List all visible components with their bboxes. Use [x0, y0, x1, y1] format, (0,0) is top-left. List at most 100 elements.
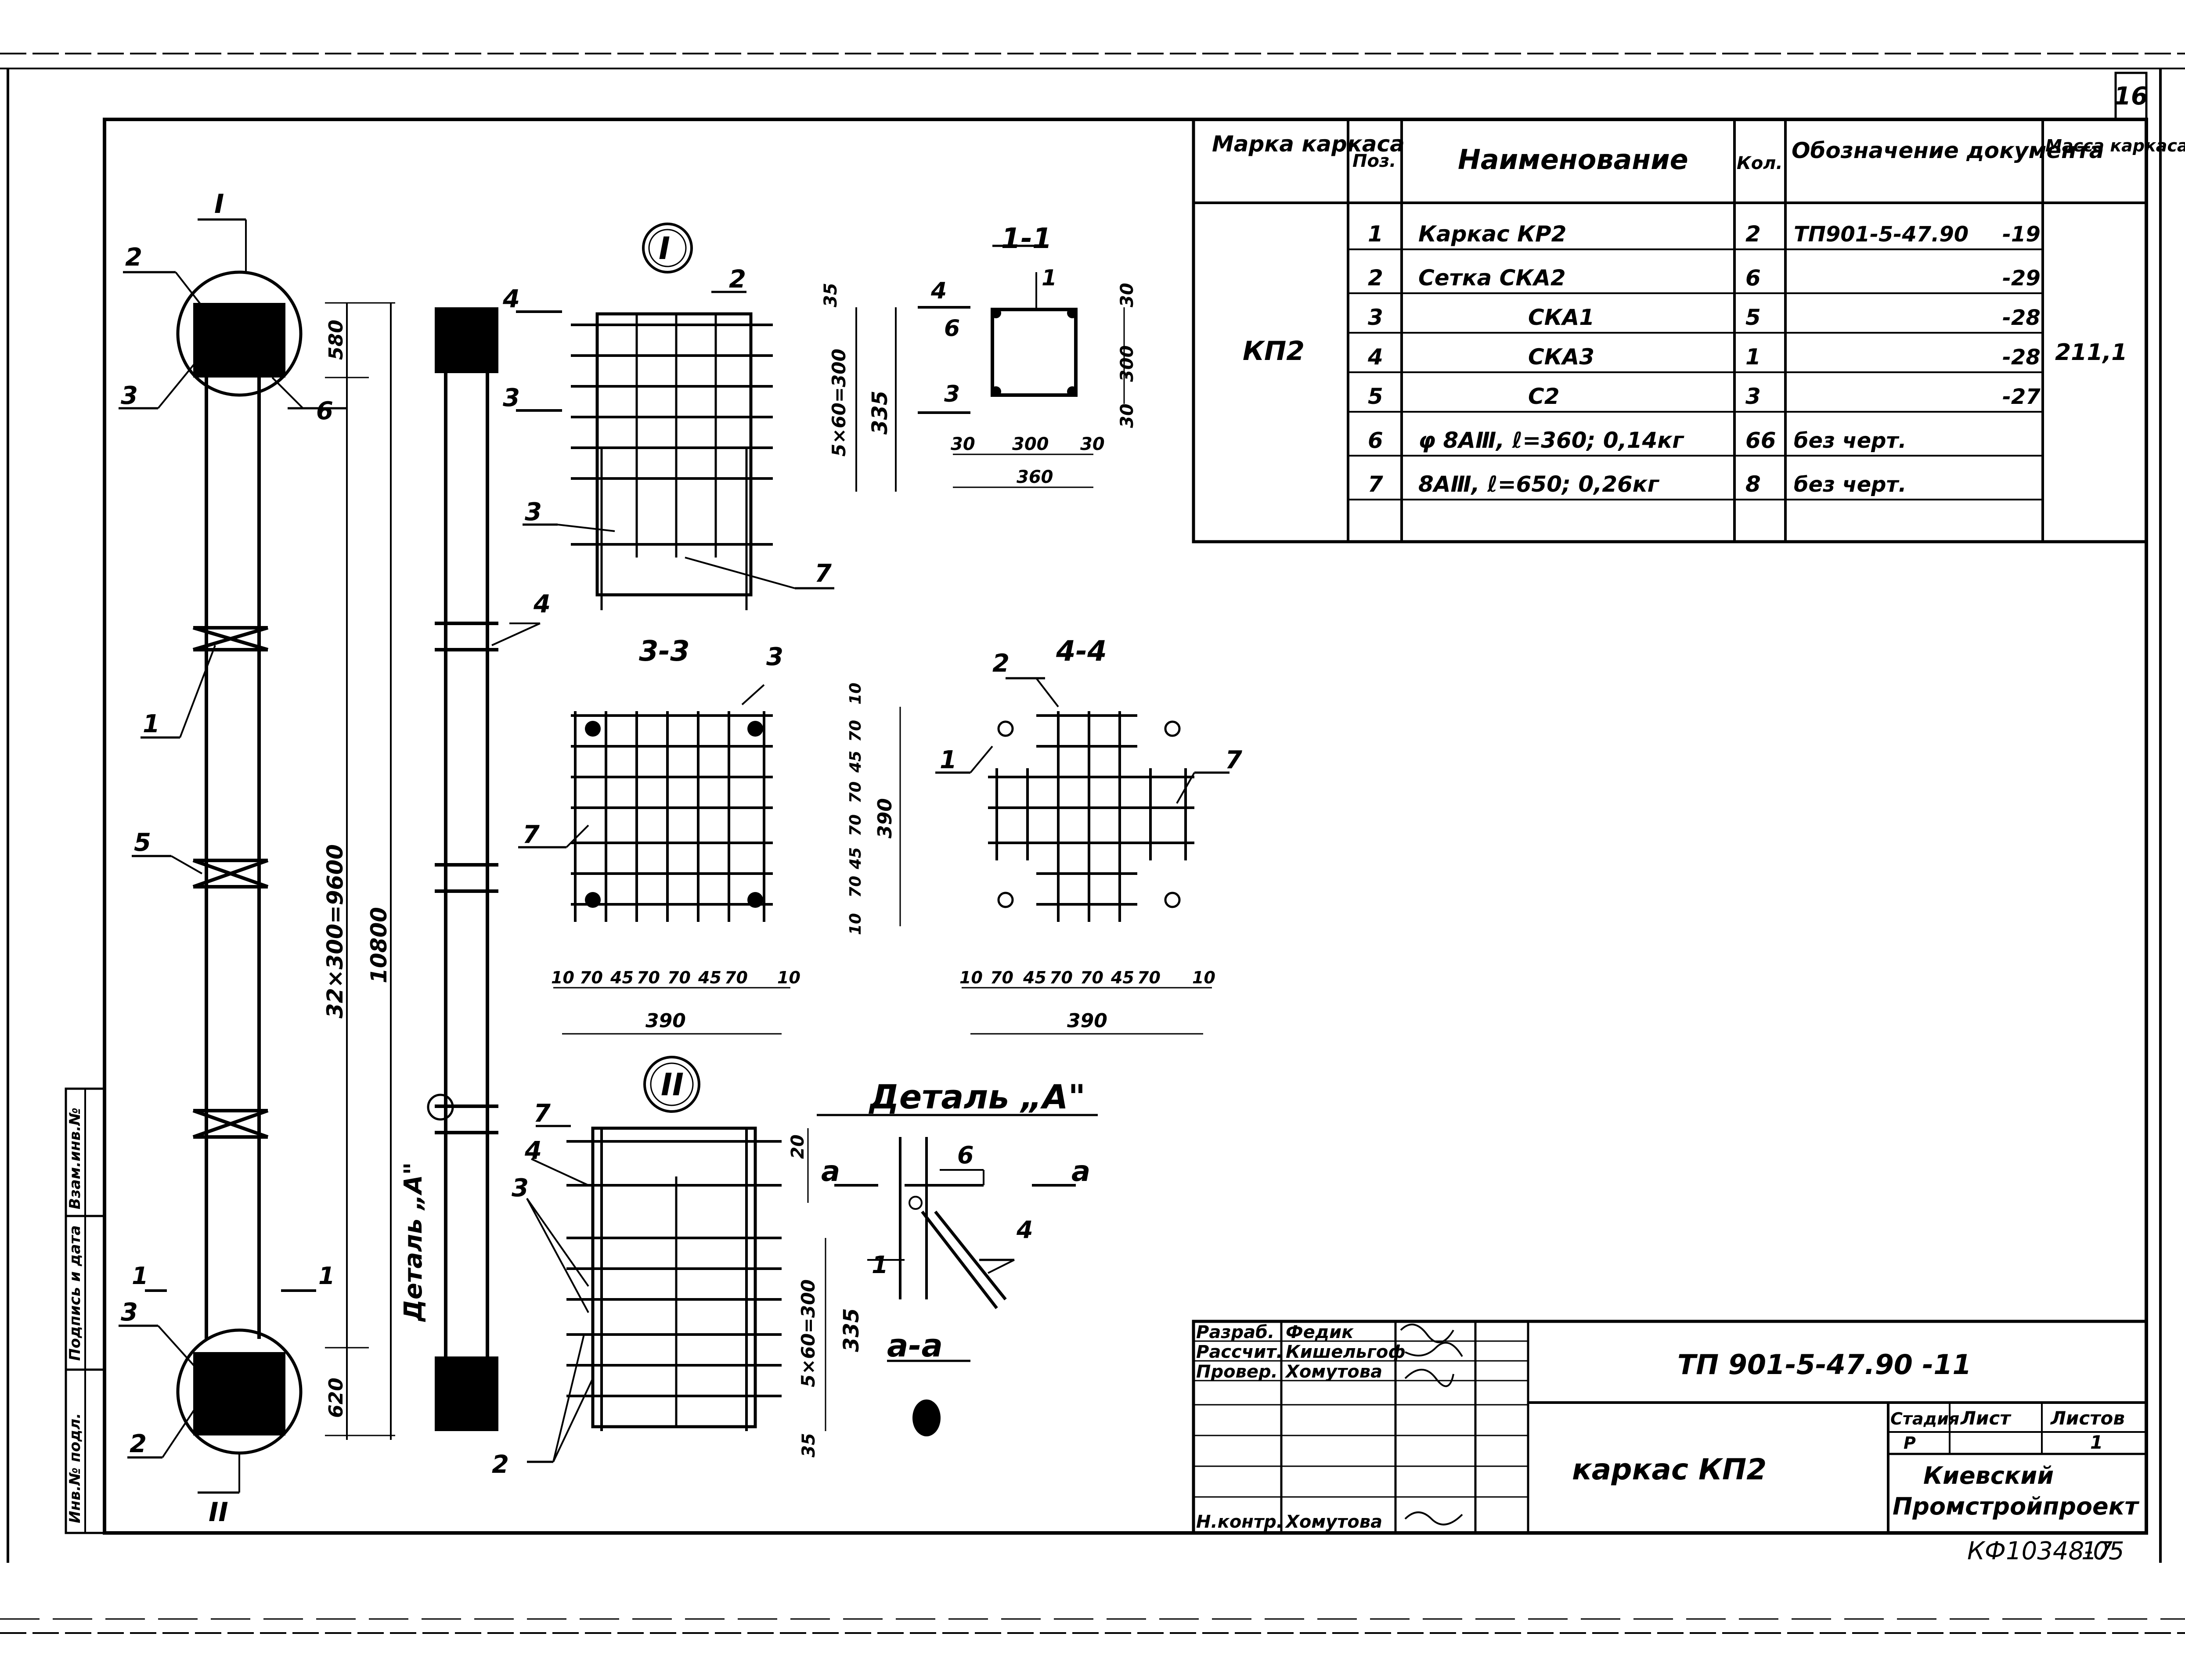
spec-row-sheet: -29 — [2002, 266, 2041, 291]
section-3-3-title: 3-3 — [639, 635, 690, 668]
spec-row-qty: 2 — [1745, 221, 1761, 247]
dim-top: 580 — [325, 320, 347, 360]
hdr-qty: Кол. — [1737, 153, 1783, 173]
section-3-3-dim-right: 70 — [847, 720, 865, 742]
section-3-3-dim-bottom: 10 — [777, 968, 800, 987]
title-sheets-value: 1 — [2090, 1432, 2103, 1453]
title-sheet-label: Лист — [1960, 1407, 2012, 1429]
section-3-3-total-bottom: 390 — [645, 1010, 686, 1032]
section-3-3-dim-bottom: 70 — [637, 968, 660, 987]
node-i-dim-300: 5×60=300 — [828, 349, 850, 457]
node-ii-dim-300: 5×60=300 — [797, 1279, 819, 1387]
title-roles: Разраб.ФедикРассчит.КишельгофПровер.Хому… — [1196, 1322, 1406, 1532]
title-person: Хомутова — [1284, 1362, 1382, 1382]
section-1-1-dim-h2: 30 — [1080, 434, 1105, 454]
node-ii-dim-335: 335 — [839, 1308, 864, 1352]
spec-row-doc: ТП901-5-47.90 — [1794, 222, 1969, 247]
section-3-3-dim-right: 70 — [847, 876, 865, 898]
title-role: Н.контр. — [1196, 1512, 1283, 1532]
spec-row-qty: 5 — [1745, 305, 1761, 330]
callout-3-bottom: 3 — [121, 1298, 138, 1327]
detail-a-title: Деталь „А" — [869, 1077, 1085, 1116]
section-1-1-title: 1-1 — [1001, 223, 1052, 255]
section-3-3-dim-bottom: 10 — [551, 968, 574, 987]
callout-2-bottom: 2 — [130, 1430, 147, 1458]
spec-row-qty: 8 — [1745, 471, 1761, 497]
node-i-dim-335: 335 — [868, 391, 892, 435]
section-1-1-dim-h0: 30 — [951, 434, 975, 454]
detail-a-callout-4: 4 — [1016, 1216, 1033, 1244]
margin-label-inv: Инв.№ подл. — [66, 1413, 84, 1523]
section-4-4-total-bottom: 390 — [1067, 1010, 1107, 1032]
section-4-4-dim-bottom: 10 — [959, 968, 983, 987]
side-callout-4: 4 — [533, 590, 551, 619]
spec-row-name: φ 8АⅢ, ℓ=360; 0,14кг — [1418, 428, 1684, 453]
side-mark-4: 4 — [502, 285, 520, 313]
margin-label-replace: Взам.инв.№ — [66, 1108, 84, 1209]
node-i — [523, 223, 897, 610]
side-view — [427, 307, 562, 1431]
section-4-4-dim-bottom: 70 — [1137, 968, 1161, 987]
node-ii — [526, 1056, 826, 1463]
section-mark-right: 1 — [318, 1262, 335, 1290]
section-mark-left: 1 — [132, 1262, 148, 1290]
section-1-1-dim-v2: 30 — [1117, 403, 1137, 428]
section-3-3-dim-bottom: 45 — [698, 968, 721, 987]
section-1-1-dim-h3: 360 — [1017, 467, 1053, 487]
node-i-callout-2: 2 — [729, 265, 746, 294]
hdr-pos: Поз. — [1352, 151, 1396, 171]
section-4-4-callout-7: 7 — [1225, 746, 1242, 774]
elevation-mark-top: I — [214, 189, 224, 219]
section-4-4-dim-bottom: 70 — [990, 968, 1013, 987]
section-1-1-dim-v0: 30 — [1117, 283, 1137, 307]
title-role: Провер. — [1196, 1362, 1278, 1382]
section-1-1-mark-3: 3 — [944, 381, 960, 407]
elevation-view — [119, 218, 395, 1494]
section-3-3-callout-7: 7 — [523, 820, 540, 849]
section-4-4-dim-bottom: 70 — [1080, 968, 1103, 987]
section-3-3-total-right: 390 — [874, 798, 896, 838]
spec-row-pos: 5 — [1368, 384, 1383, 409]
title-person: Хомутова — [1284, 1512, 1382, 1532]
title-organization: Киевский Промстройпроект — [1893, 1462, 2139, 1520]
left-margin-stamp — [65, 1087, 106, 1534]
spec-row-sheet: -28 — [2002, 306, 2041, 330]
spec-row-qty: 3 — [1745, 384, 1761, 409]
callout-2-top: 2 — [125, 243, 142, 272]
section-3-3-dim-right: 10 — [847, 683, 865, 705]
hdr-name: Наименование — [1458, 144, 1688, 176]
spec-row-name: 8АⅢ, ℓ=650; 0,26кг — [1418, 471, 1660, 497]
node-i-callout-3: 3 — [525, 498, 542, 526]
detail-a-section-title: а-а — [887, 1327, 943, 1364]
spec-row-pos: 4 — [1367, 344, 1383, 370]
archive-page: 17 — [2081, 1537, 2113, 1565]
dim-bottom: 620 — [325, 1378, 347, 1418]
detail-a — [817, 1114, 1098, 1436]
elevation-top-mesh — [193, 303, 285, 378]
node-ii-callout-3: 3 — [512, 1174, 529, 1202]
sheet-number: 16 — [2114, 82, 2148, 111]
section-1-1-dim-v1: 300 — [1117, 345, 1137, 382]
spec-row-name: СКА1 — [1528, 305, 1594, 330]
spec-row-sheet: -19 — [2002, 222, 2041, 247]
elevation-mark-bottom: II — [209, 1497, 228, 1528]
section-1-1-dim-h1: 300 — [1012, 434, 1049, 454]
section-3-3-dim-bottom: 70 — [725, 968, 748, 987]
spec-row-sheet: -28 — [2002, 345, 2041, 370]
side-mark-3: 3 — [503, 384, 520, 412]
section-3-3-dim-bottom: 70 — [580, 968, 603, 987]
dim-mid: 32×300=9600 — [322, 844, 348, 1018]
section-3-3-callout-3: 3 — [766, 643, 783, 671]
spec-table — [1192, 118, 2148, 543]
spec-row-pos: 3 — [1368, 305, 1383, 330]
section-3-3 — [518, 684, 901, 1035]
signatures — [1400, 1324, 1463, 1525]
node-ii-dim-20: 20 — [788, 1134, 808, 1159]
section-1-1 — [918, 245, 1125, 488]
spec-row-name: Сетка СКА2 — [1418, 265, 1566, 291]
node-ii-label: II — [661, 1067, 684, 1103]
node-i-callout-7: 7 — [815, 559, 832, 588]
